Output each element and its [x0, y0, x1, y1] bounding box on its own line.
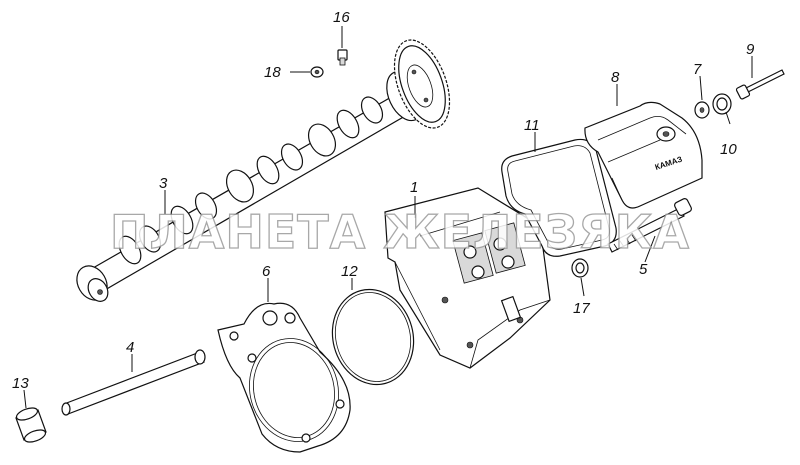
camshaft-assembly: [76, 39, 451, 302]
seal-10: [712, 93, 732, 115]
valve-cover-gasket: [501, 138, 617, 257]
callout-13: 13: [12, 375, 29, 392]
valve-cover: КАМАЗ: [584, 101, 703, 209]
bolt-16: [337, 49, 348, 66]
callout-8: 8: [611, 69, 620, 86]
cylinder-head: [384, 187, 551, 369]
callout-12: 12: [341, 263, 358, 280]
push-rod: [61, 349, 206, 416]
tappet: [15, 407, 47, 443]
callout-16: 16: [333, 9, 350, 26]
bolt-9: [735, 69, 785, 100]
callout-3: 3: [159, 175, 168, 192]
callout-1: 1: [410, 179, 418, 196]
head-gasket: [217, 302, 351, 453]
washer-17: [571, 258, 589, 278]
callout-6: 6: [262, 263, 271, 280]
callout-17: 17: [573, 300, 590, 317]
callout-11: 11: [524, 117, 540, 134]
callout-9: 9: [746, 41, 755, 58]
leader-lines: [23, 26, 753, 409]
cam-lobes: [118, 96, 384, 265]
washer-7: [694, 101, 710, 119]
callout-5: 5: [639, 261, 648, 278]
bolt-5: [607, 198, 692, 253]
callout-4: 4: [126, 339, 134, 356]
callout-labels: 16 18 3 1 11 8 7 9 10 5 17 6 12 4 13: [12, 9, 755, 392]
watermark: ПЛАНЕТА ЖЕЛЕЗЯКА: [110, 205, 690, 259]
camshaft-gear: [393, 39, 451, 129]
o-ring-12: [331, 288, 415, 386]
callout-10: 10: [720, 141, 737, 158]
washer-18: [310, 66, 324, 78]
callout-7: 7: [693, 61, 702, 78]
callout-18: 18: [264, 64, 281, 81]
